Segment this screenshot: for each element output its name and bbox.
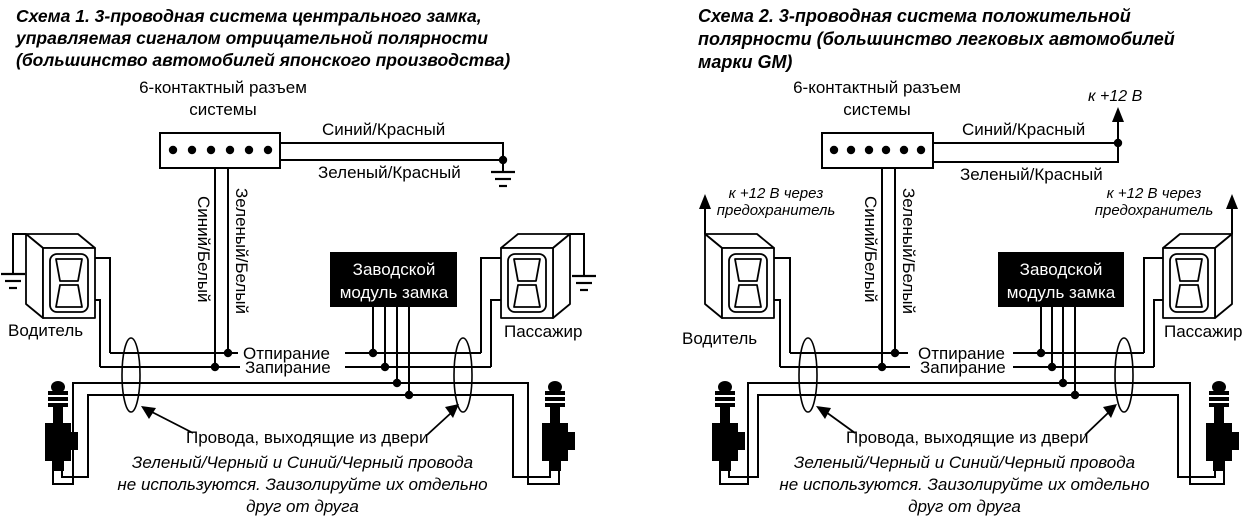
connector-6pin-right	[821, 132, 934, 169]
lock-module-label-left: Заводской модуль замка	[339, 260, 449, 302]
fuse-arrow-passenger	[1226, 194, 1238, 234]
connector-label-right: 6-контактный разъем системы	[793, 78, 961, 119]
harness-wires-right	[881, 142, 1119, 367]
wire-label-blue-red-right: Синий/Красный	[962, 120, 1086, 139]
lock-label-right: Запирание	[920, 358, 1006, 377]
passenger-switch-left	[480, 233, 598, 367]
unlock-label-left: Отпирание	[243, 344, 330, 363]
note-left: Зеленый/Черный и Синий/Черный провода не…	[117, 453, 488, 516]
diagram1-title: Схема 1. 3-проводная система центральног…	[16, 6, 511, 70]
driver-switch-left	[0, 233, 111, 367]
fuse-arrow-driver	[699, 194, 711, 234]
actuator-right-driver	[712, 381, 745, 471]
ground-icon	[570, 274, 598, 292]
lock-module-right	[998, 252, 1124, 395]
pointer-arrows-right	[816, 404, 1117, 436]
actuator-left-passenger	[542, 381, 575, 471]
door-grommet-right-passenger	[1114, 337, 1134, 413]
wire-label-green-white-left: Зеленый/Белый	[232, 188, 251, 315]
door-bus-wires-left	[52, 382, 560, 485]
ground-icon	[489, 170, 517, 188]
door-wires-label-left: Провода, выходящие из двери	[186, 428, 429, 447]
diagram-2	[699, 107, 1239, 485]
plus12-arrow	[1112, 107, 1124, 143]
connector-6pin-left	[159, 132, 281, 169]
junction-dot	[498, 155, 508, 165]
control-lines-right	[780, 352, 1154, 368]
wire-label-blue-white-left: Синий/Белый	[194, 196, 213, 303]
wire-label-blue-red-left: Синий/Красный	[322, 120, 446, 139]
note-right: Зеленый/Черный и Синий/Черный провода не…	[779, 453, 1150, 516]
passenger-switch-right	[1143, 233, 1233, 367]
passenger-label-right: Пассажир	[1164, 322, 1243, 341]
wire-label-blue-white-right: Синий/Белый	[861, 196, 880, 303]
door-wires-label-right: Провода, выходящие из двери	[846, 428, 1089, 447]
diagram2-title: Схема 2. 3-проводная система положительн…	[698, 6, 1175, 72]
fused-12v-label-passenger: к +12 В через предохранитель	[1094, 185, 1214, 219]
pointer-arrows-left	[141, 404, 459, 436]
driver-label-left: Водитель	[8, 321, 84, 340]
fused-12v-label-driver: к +12 В через предохранитель	[716, 185, 836, 219]
driver-switch-right	[704, 233, 791, 367]
harness-wires-left	[214, 142, 504, 367]
ground-icon	[0, 272, 27, 290]
actuator-right-passenger	[1206, 381, 1239, 471]
passenger-label-left: Пассажир	[504, 322, 583, 341]
lock-module-left	[330, 252, 457, 395]
lock-module-label-right: Заводской модуль замка	[1006, 260, 1116, 302]
wire-label-green-white-right: Зеленый/Белый	[899, 188, 918, 315]
wire-label-green-red-left: Зеленый/Красный	[318, 163, 461, 182]
unlock-label-right: Отпирание	[918, 344, 1005, 363]
door-grommet-left-passenger	[453, 337, 473, 413]
to-12v-label: к +12 В	[1088, 88, 1143, 105]
lock-label-left: Запирание	[245, 358, 331, 377]
door-grommet-right-driver	[798, 337, 818, 413]
diagram-1	[0, 132, 598, 485]
driver-label-right: Водитель	[682, 329, 758, 348]
wire-label-green-red-right: Зеленый/Красный	[960, 165, 1103, 184]
door-grommet-left-driver	[121, 337, 141, 413]
door-bus-wires-right	[719, 382, 1225, 485]
connector-label-left: 6-контактный разъем системы	[139, 78, 307, 119]
